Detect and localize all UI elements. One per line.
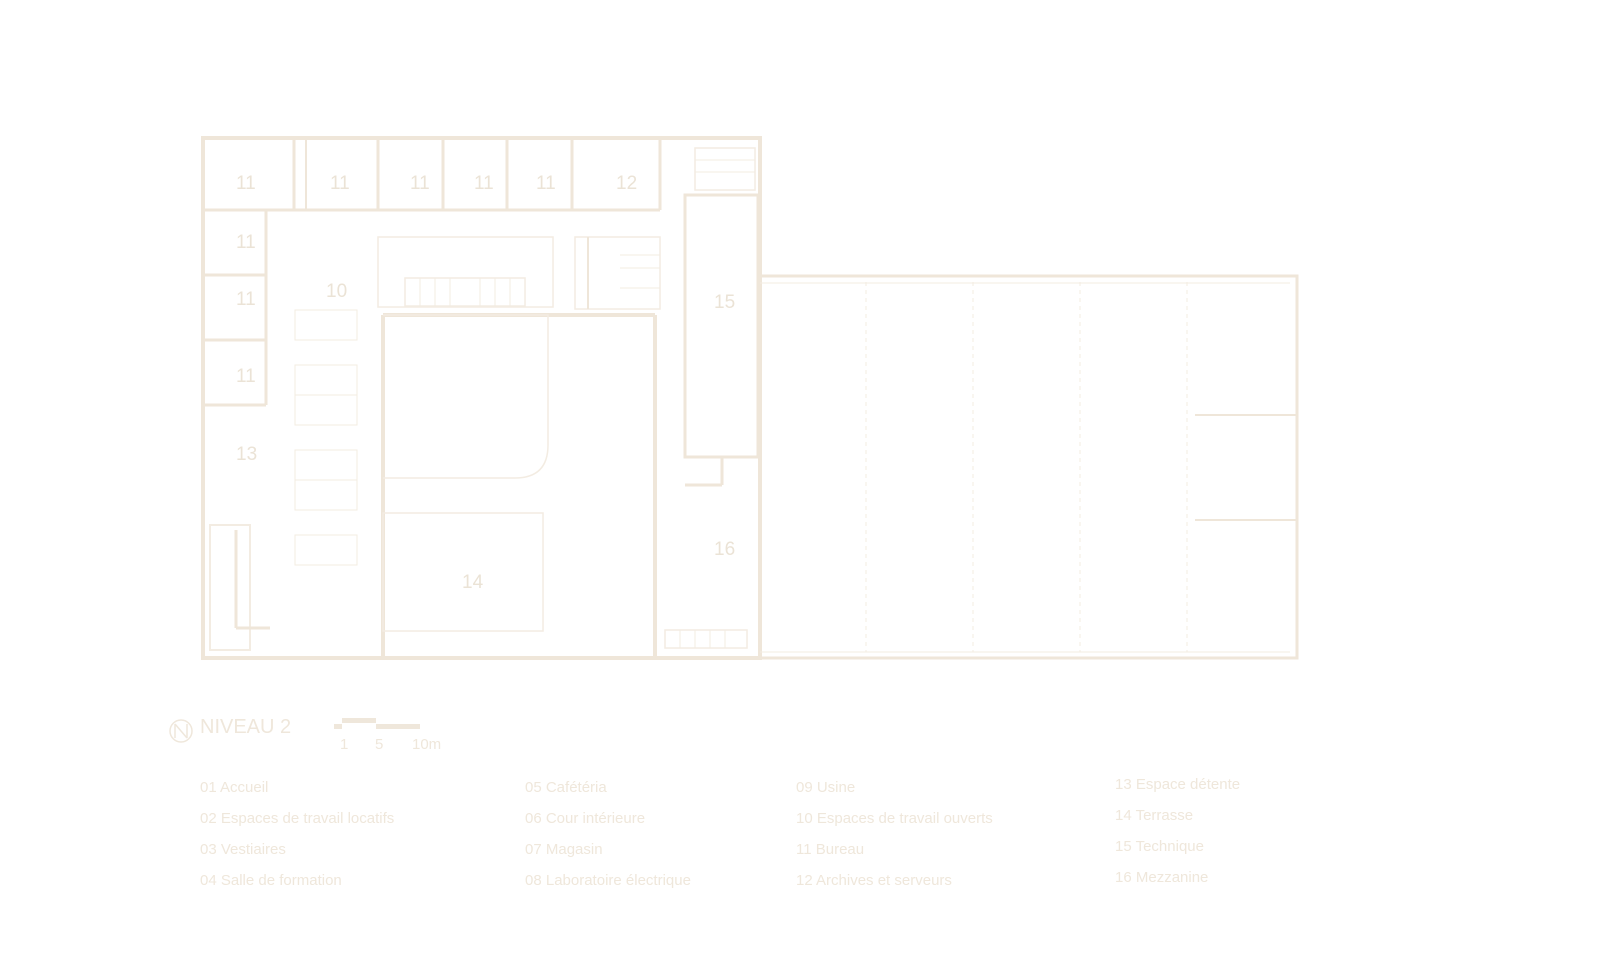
north-arrow-icon [169, 719, 193, 743]
room-number-11: 11 [536, 173, 556, 194]
legend-item: 09 Usine [796, 779, 856, 796]
legend-item: 16 Mezzanine [1115, 869, 1209, 886]
legend-item: 02 Espaces de travail locatifs [200, 810, 395, 827]
room-number-11: 11 [236, 173, 256, 194]
legend-column-3: 09 Usine 10 Espaces de travail ouverts 1… [796, 772, 993, 896]
legend-item: 10 Espaces de travail ouverts [796, 810, 993, 827]
room-number-11: 11 [236, 289, 256, 310]
plan-title: NIVEAU 2 [200, 716, 292, 738]
room-number-13: 13 [236, 444, 257, 465]
room-number-11: 11 [474, 173, 494, 194]
legend-column-1: 01 Accueil 02 Espaces de travail locatif… [200, 772, 394, 896]
room-number-14: 14 [462, 572, 484, 593]
floor-plan: 11 11 11 11 11 12 11 11 11 10 13 15 16 14 [201, 136, 1299, 660]
legend-item: 06 Cour intérieure [525, 810, 646, 827]
stair-top-right [694, 147, 756, 191]
legend-item: 13 Espace détente [1115, 776, 1241, 793]
scale-label-1: 1 [340, 736, 349, 753]
room-number-16: 16 [714, 539, 735, 560]
room-labels: 11 11 11 11 11 12 11 11 11 10 13 15 16 14 [236, 173, 735, 593]
room-number-10: 10 [326, 281, 347, 302]
stair-mezzanine [664, 629, 748, 649]
legend-column-4: 13 Espace détente 14 Terrasse 15 Techniq… [1115, 769, 1240, 893]
legend-item: 01 Accueil [200, 779, 269, 796]
legend-item: 11 Bureau [796, 841, 865, 858]
room-number-11: 11 [236, 366, 256, 387]
legend-item: 15 Technique [1115, 838, 1204, 855]
scale-bar [334, 718, 420, 729]
scale-label-5: 5 [375, 736, 384, 753]
stair-upper [404, 277, 526, 307]
legend-item: 04 Salle de formation [200, 872, 342, 889]
legend-item: 14 Terrasse [1115, 807, 1194, 824]
legend-item: 03 Vestiaires [200, 841, 286, 858]
legend-column-2: 05 Cafétéria 06 Cour intérieure 07 Magas… [525, 772, 691, 896]
legend-item: 07 Magasin [525, 841, 603, 858]
room-number-11: 11 [330, 173, 350, 194]
room-number-12: 12 [616, 173, 637, 194]
room-number-11: 11 [236, 232, 256, 253]
scale-label-10m: 10m [412, 736, 442, 753]
room-number-11: 11 [410, 173, 430, 194]
building-walls [201, 136, 1299, 660]
legend-item: 12 Archives et serveurs [796, 872, 952, 889]
desk-groups [294, 309, 358, 566]
legend-item: 05 Cafétéria [525, 779, 607, 796]
room-number-15: 15 [714, 292, 735, 313]
legend-item: 08 Laboratoire électrique [525, 872, 691, 889]
